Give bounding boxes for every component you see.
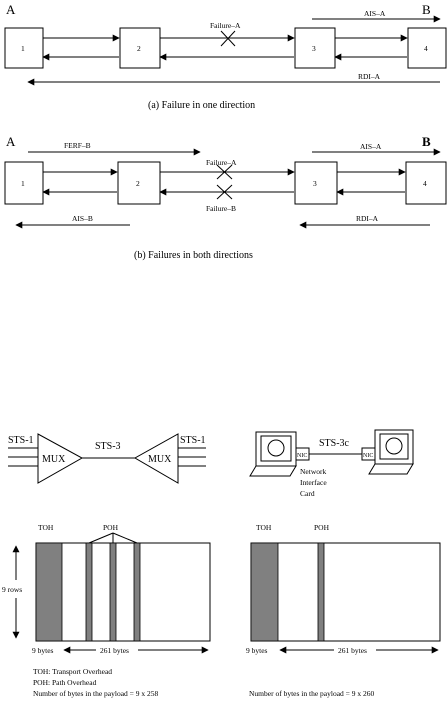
failure-cross-a-b [216, 164, 233, 180]
legend-toh: TOH: Transport Overhead [33, 667, 112, 676]
sts3c-label: STS-3c [319, 438, 350, 449]
node-4 [407, 27, 447, 69]
computer-right-icon [368, 429, 414, 475]
rdi-a-label-b: RDI–A [356, 214, 379, 223]
toh-label-left: TOH [38, 523, 54, 532]
mux-left-label: MUX [42, 454, 66, 465]
node-4-b [405, 161, 447, 205]
ais-b-label: AIS–B [72, 214, 93, 223]
bytes9-label-right: 9 bytes [246, 646, 268, 655]
mux-left [37, 433, 84, 484]
rdi-a-label: RDI–A [358, 72, 381, 81]
node-3 [294, 27, 336, 69]
end-a-label: A [6, 2, 16, 17]
payload-right: Number of bytes in the payload = 9 x 260 [249, 689, 374, 698]
poh-column-2 [109, 542, 117, 642]
node-2-b [117, 161, 161, 205]
poh-pointer-3 [112, 532, 138, 544]
nic-caption-line-3: Card [300, 489, 315, 498]
failure-b-label: Failure–B [206, 204, 236, 213]
nic-right-label: NIC [363, 453, 373, 459]
end-b-label-b: B [422, 134, 431, 149]
diagram-a: A B 1 2 3 4 Failure–A AIS–A RDI–A (a) Fa… [4, 2, 447, 111]
ferf-b-label: FERF–B [64, 141, 91, 150]
computer-left-icon [249, 431, 297, 477]
nic-diagram: NIC STS-3c NIC Network Interface Card [249, 429, 414, 498]
sts1-left-label: STS-1 [8, 435, 34, 446]
frame-right-outline [250, 542, 441, 642]
node-4-label: 4 [424, 44, 428, 53]
failure-a-label: Failure–A [210, 21, 241, 30]
frame-left-outline [35, 542, 211, 642]
mux-diagram: STS-1 MUX STS-3 MUX STS-1 [8, 433, 206, 484]
poh-column-3 [133, 542, 141, 642]
end-a-label-b: A [6, 134, 16, 149]
poh-label-right: POH [314, 523, 330, 532]
payload-left: Number of bytes in the payload = 9 x 258 [33, 689, 158, 698]
node-1-b-label: 1 [21, 179, 25, 188]
ais-a-label-b: AIS–A [360, 142, 382, 151]
nic-caption-line-1: Network [300, 467, 326, 476]
caption-a: (a) Failure in one direction [148, 100, 255, 111]
node-4-b-label: 4 [423, 179, 427, 188]
end-b-label: B [422, 2, 431, 17]
sts3-label: STS-3 [95, 441, 121, 452]
bytes9-label-left: 9 bytes [32, 646, 54, 655]
toh-block-right [250, 542, 279, 642]
bytes261-label-right: 261 bytes [338, 646, 367, 655]
failure-a-label-b: Failure–A [206, 158, 237, 167]
poh-label-left: POH [103, 523, 119, 532]
nic-caption-line-2: Interface [300, 478, 327, 487]
node-2 [119, 27, 161, 69]
node-3-b-label: 3 [313, 179, 317, 188]
bytes261-label-left: 261 bytes [100, 646, 129, 655]
node-3-b [294, 161, 338, 205]
poh-column-1 [85, 542, 93, 642]
nic-left-label: NIC [297, 453, 307, 459]
node-2-b-label: 2 [136, 179, 140, 188]
caption-b: (b) Failures in both directions [134, 250, 253, 261]
toh-block-left [35, 542, 63, 642]
failure-cross-b [216, 184, 233, 200]
frame-sts3c: TOH POH 9 bytes 261 bytes Number of byte… [246, 523, 441, 698]
node-3-label: 3 [312, 44, 316, 53]
toh-label-right: TOH [256, 523, 272, 532]
mux-right [133, 433, 179, 484]
node-1-label: 1 [21, 44, 25, 53]
node-2-label: 2 [137, 44, 141, 53]
legend-poh: POH: Path Overhead [33, 678, 97, 687]
node-1-b [4, 161, 44, 205]
sts1-right-label: STS-1 [180, 435, 206, 446]
mux-right-label: MUX [148, 454, 172, 465]
failure-cross-a [220, 30, 236, 47]
frame-sts3: TOH POH 9 rows 9 bytes 261 bytes TOH: Tr… [2, 523, 211, 698]
poh-pointer-1 [88, 532, 114, 544]
node-1 [4, 27, 44, 69]
diagram-b: A B FERF–B AIS–A 1 2 3 4 Failure–A Failu… [4, 134, 447, 261]
rows-label: 9 rows [2, 585, 22, 594]
ais-a-label: AIS–A [364, 9, 386, 18]
poh-column-right [317, 542, 325, 642]
